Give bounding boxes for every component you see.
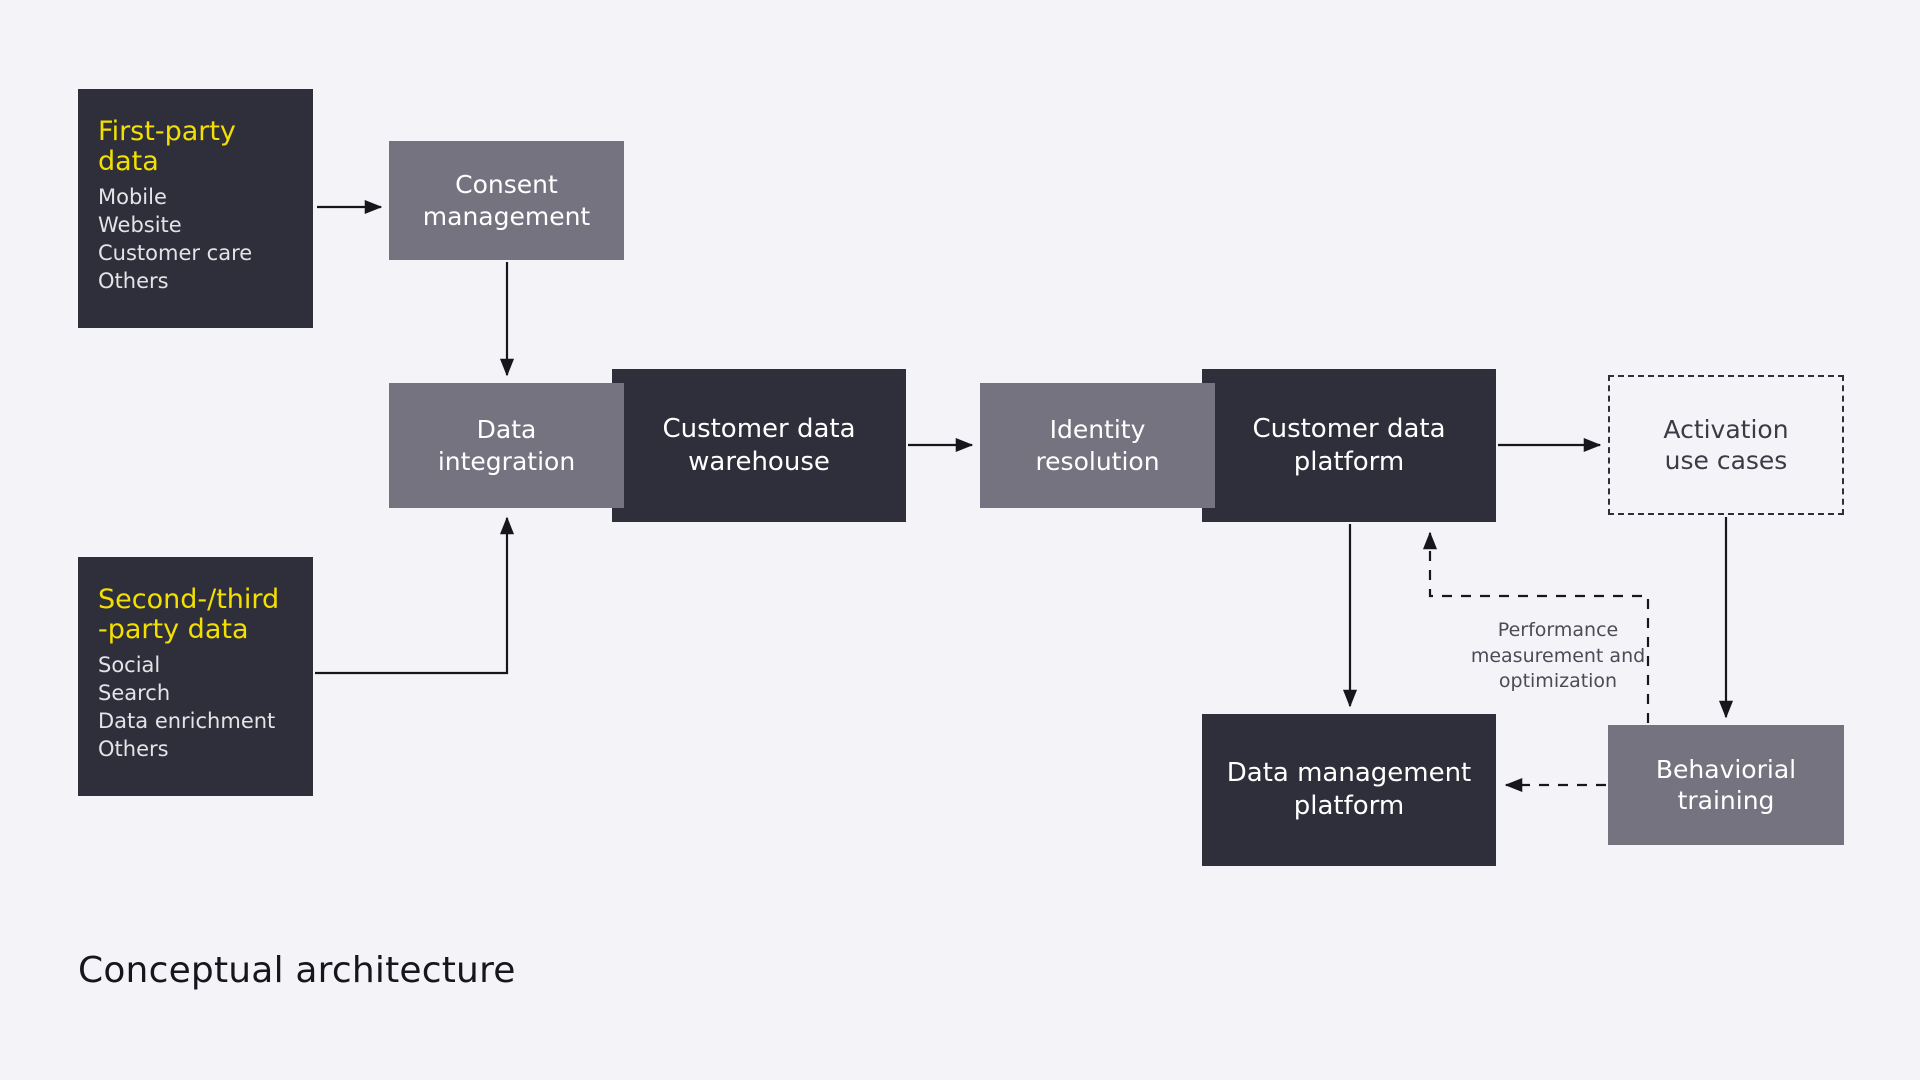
node-activation-use-cases[interactable]: Activation use cases: [1608, 375, 1844, 515]
node-customer-data-warehouse[interactable]: Customer data warehouse: [612, 369, 906, 522]
node-label: Consent management: [422, 170, 591, 231]
performance-loop-label: Performance measurement and optimization: [1470, 619, 1646, 693]
node-customer-data-platform[interactable]: Customer data platform: [1202, 369, 1496, 522]
source-item: Customer care: [98, 241, 253, 266]
node-label: Customer data warehouse: [662, 413, 856, 477]
source-item: Search: [98, 681, 171, 706]
source-item: Others: [98, 737, 169, 762]
source-box-second-third-party-data: Second-/third -party data Social Search …: [78, 557, 313, 796]
node-behaviorial-training[interactable]: Behaviorial training: [1608, 725, 1844, 845]
node-consent-management[interactable]: Consent management: [389, 141, 624, 260]
edge-second-third-party-to-data-integration: [315, 516, 515, 675]
source-title: First-party data: [98, 116, 236, 178]
node-data-management-platform[interactable]: Data management platform: [1202, 714, 1496, 866]
node-label: Activation use cases: [1663, 414, 1789, 476]
source-items: Mobile Website Customer care Others: [98, 184, 252, 296]
node-label: Behaviorial training: [1655, 754, 1797, 816]
source-box-first-party-data: First-party data Mobile Website Customer…: [78, 89, 313, 328]
source-item: Social: [98, 653, 161, 678]
source-item: Website: [98, 213, 182, 238]
node-label: Customer data platform: [1252, 413, 1446, 477]
page-caption: Conceptual architecture: [78, 950, 516, 991]
node-data-integration[interactable]: Data integration: [389, 383, 624, 508]
node-label: Data management platform: [1226, 758, 1472, 821]
source-title: Second-/third -party data: [98, 584, 280, 646]
source-item: Others: [98, 269, 169, 294]
node-label: Identity resolution: [1035, 415, 1160, 476]
source-items: Social Search Data enrichment Others: [98, 652, 275, 764]
node-identity-resolution[interactable]: Identity resolution: [980, 383, 1215, 508]
node-label: Data integration: [437, 415, 576, 476]
source-item: Data enrichment: [98, 709, 276, 734]
source-item: Mobile: [98, 185, 167, 210]
